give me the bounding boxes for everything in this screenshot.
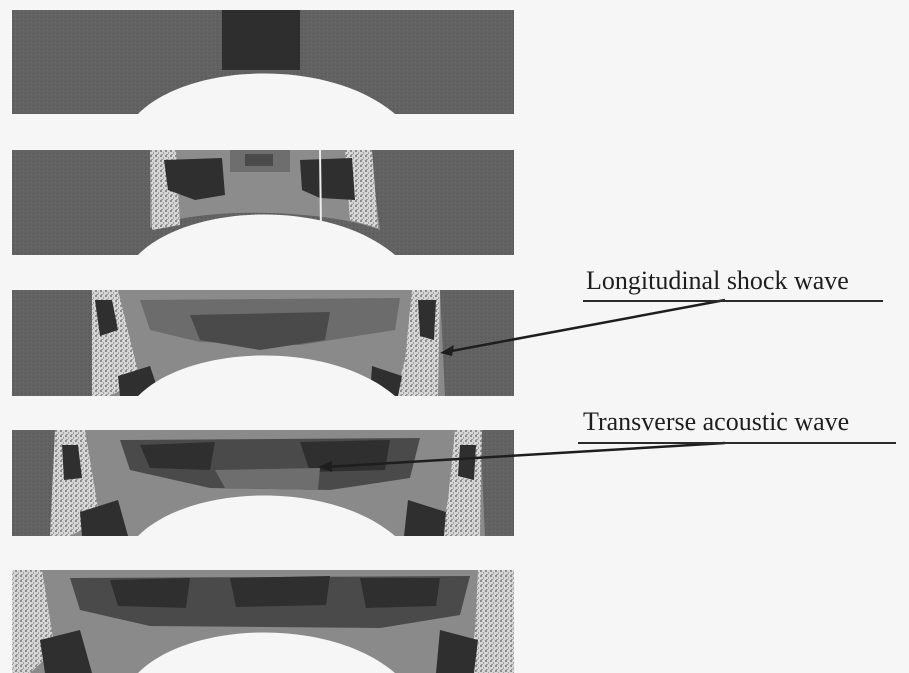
transverse-label-underline bbox=[578, 442, 896, 444]
simulation-panel-1 bbox=[12, 10, 514, 120]
longitudinal-label-underline bbox=[583, 300, 883, 302]
transverse-acoustic-wave-label: Transverse acoustic wave bbox=[583, 407, 849, 437]
simulation-panel-5 bbox=[12, 570, 514, 673]
simulation-panel-4 bbox=[12, 430, 514, 542]
longitudinal-shock-wave-label: Longitudinal shock wave bbox=[586, 266, 849, 296]
simulation-panel-2 bbox=[12, 150, 514, 262]
simulation-panel-3 bbox=[12, 290, 514, 402]
